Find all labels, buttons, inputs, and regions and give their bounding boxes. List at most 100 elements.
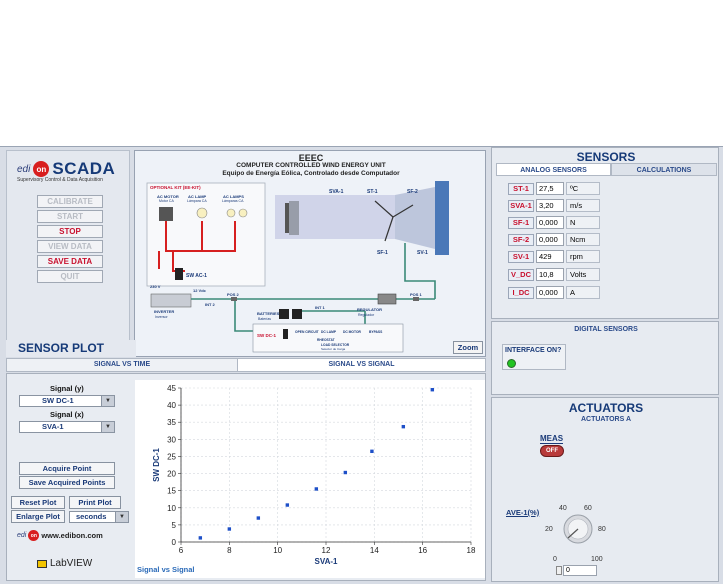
reset-plot-button[interactable]: Reset Plot <box>11 496 65 509</box>
sensor-label: V_DC <box>508 268 534 281</box>
stop-button[interactable]: STOP <box>37 225 103 238</box>
sensors-title: SENSORS <box>576 150 636 164</box>
start-button[interactable]: START <box>37 210 103 223</box>
knob-tick-0: 0 <box>553 556 557 563</box>
optional-kit-label: OPTIONAL KIT (EE-KIT) <box>150 185 201 190</box>
svg-text:Inversor: Inversor <box>155 315 168 319</box>
sensor-value: 0,000 <box>536 286 564 299</box>
svg-text:SW AC-1: SW AC-1 <box>186 273 207 279</box>
calibrate-button[interactable]: CALIBRATE <box>37 195 103 208</box>
x-tick-label: 6 <box>179 546 184 555</box>
knob-pointer-icon <box>567 528 579 539</box>
svg-text:Selector de Carga: Selector de Carga <box>321 347 346 351</box>
sensor-row: SF-2 0,000 Ncm <box>508 233 600 246</box>
svg-text:AC LAMP: AC LAMP <box>188 194 207 199</box>
tab-signal-vs-signal[interactable]: SIGNAL VS SIGNAL <box>237 359 485 371</box>
scada-window: edi on SCADA Supervisory Control & Data … <box>0 146 723 584</box>
data-point <box>198 536 203 540</box>
sensor-unit: m/s <box>566 199 600 212</box>
zoom-button[interactable]: Zoom <box>453 341 483 354</box>
save-data-button[interactable]: SAVE DATA <box>37 255 103 268</box>
data-point <box>227 527 232 531</box>
ave-spin-icon[interactable] <box>556 566 562 575</box>
sensor-plot-title: SENSOR PLOT <box>6 340 136 357</box>
y-tick-label: 10 <box>167 504 176 513</box>
save-acquired-points-button[interactable]: Save Acquired Points <box>19 476 115 489</box>
logo-edi-text: edi <box>17 163 31 175</box>
y-tick-label: 40 <box>167 401 176 410</box>
print-plot-button[interactable]: Print Plot <box>69 496 121 509</box>
signal-x-value: SVA-1 <box>42 422 64 431</box>
tunnel-outlet-icon <box>435 181 449 255</box>
x-tick-label: 18 <box>467 546 476 555</box>
plot-name-label: Signal vs Signal <box>137 565 195 574</box>
sensor-row: SVA-1 3,20 m/s <box>508 199 600 212</box>
sensor-value: 0,000 <box>536 216 564 229</box>
meas-label: MEAS <box>540 434 564 444</box>
digital-sensors-title: DIGITAL SENSORS <box>574 326 638 333</box>
tab-signal-vs-time[interactable]: SIGNAL VS TIME <box>93 361 151 368</box>
actuators-subtitle: ACTUATORS A <box>580 416 632 423</box>
y-tick-label: 0 <box>172 538 177 547</box>
labview-logo: LabVIEW <box>37 558 92 569</box>
signal-x-select[interactable]: SVA-1 ▼ <box>19 421 115 433</box>
data-point <box>401 424 406 429</box>
inverter-icon <box>150 293 192 308</box>
time-units-select[interactable]: seconds ▼ <box>69 511 129 523</box>
meas-toggle[interactable]: OFF <box>540 445 564 457</box>
y-tick-label: 45 <box>167 384 176 393</box>
svg-text:AC LAMPS: AC LAMPS <box>223 194 244 199</box>
actuators-panel: ACTUATORS ACTUATORS A MEAS OFF AVE-1(%) … <box>491 397 719 582</box>
x-tick-label: 14 <box>370 546 379 555</box>
tab-analog-sensors[interactable]: ANALOG SENSORS <box>496 163 611 176</box>
actuators-title: ACTUATORS <box>568 401 644 415</box>
x-tick-label: 10 <box>273 546 282 555</box>
enlarge-plot-button[interactable]: Enlarge Plot <box>11 510 65 523</box>
sensor-label: ST-1 <box>508 182 534 195</box>
svg-text:SF-2: SF-2 <box>407 189 418 195</box>
svg-text:Regulador: Regulador <box>358 313 375 317</box>
data-point <box>314 487 319 491</box>
signal-y-value: SW DC-1 <box>42 396 74 405</box>
svg-text:Lámparas CA: Lámparas CA <box>222 199 244 203</box>
quit-button[interactable]: QUIT <box>37 270 103 283</box>
knob-tick-80: 80 <box>598 526 606 533</box>
svg-text:REGULATOR: REGULATOR <box>357 307 382 312</box>
signal-x-label: Signal (x) <box>50 410 84 419</box>
svg-text:DC LAMP: DC LAMP <box>321 330 337 334</box>
sensor-unit: N <box>566 216 600 229</box>
svg-text:POS 1: POS 1 <box>410 292 423 297</box>
sensor-label: I_DC <box>508 286 534 299</box>
y-tick-label: 30 <box>167 435 176 444</box>
knob-tick-60: 60 <box>584 505 592 512</box>
sensor-label: SF-1 <box>508 216 534 229</box>
labview-text: LabVIEW <box>50 558 93 569</box>
svg-text:SW DC-1: SW DC-1 <box>257 333 276 338</box>
tab-calculations[interactable]: CALCULATIONS <box>611 163 717 176</box>
web-logo-on: on <box>28 530 40 541</box>
x-axis-label: SVA-1 <box>315 557 339 566</box>
web-logo-edi: edi <box>17 532 27 539</box>
sensor-label: SF-2 <box>508 233 534 246</box>
data-point <box>430 388 435 392</box>
y-tick-label: 20 <box>167 470 176 479</box>
signal-y-label: Signal (y) <box>50 384 84 393</box>
y-tick-label: 5 <box>172 521 177 530</box>
digital-sensors-panel: DIGITAL SENSORS INTERFACE ON? <box>491 321 719 395</box>
data-point <box>343 470 348 475</box>
svg-text:INVERTER: INVERTER <box>154 309 174 314</box>
ave-knob[interactable]: 0 20 40 60 80 100 <box>492 398 720 583</box>
knob-tick-20: 20 <box>545 526 553 533</box>
acquire-point-button[interactable]: Acquire Point <box>19 462 115 475</box>
interface-label: INTERFACE ON? <box>505 347 562 354</box>
sensor-row: SV-1 429 rpm <box>508 250 600 263</box>
view-data-button[interactable]: VIEW DATA <box>37 240 103 253</box>
labview-icon <box>37 559 47 568</box>
ave-value-field[interactable]: 0 <box>563 565 597 576</box>
control-panel: edi on SCADA Supervisory Control & Data … <box>6 150 130 356</box>
signal-y-select[interactable]: SW DC-1 ▼ <box>19 395 115 407</box>
svg-text:AC MOTOR: AC MOTOR <box>157 194 179 199</box>
fan-icon <box>285 203 289 233</box>
